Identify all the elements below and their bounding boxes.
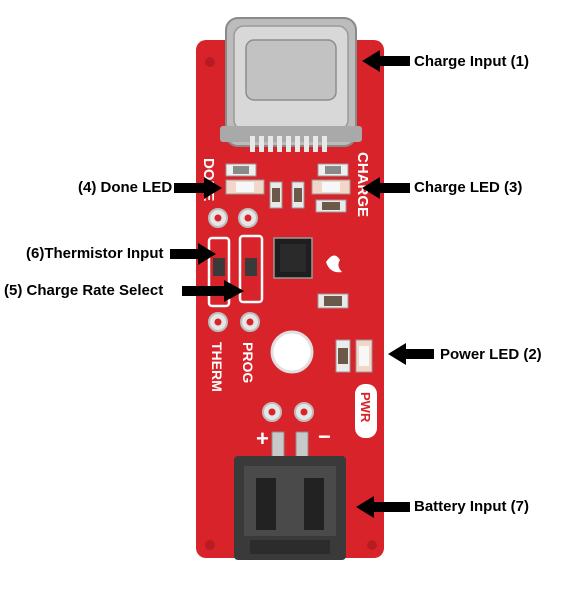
callout-done-led: (4) Done LED (78, 179, 172, 197)
mounting-hole (205, 57, 215, 67)
callout-thermistor-input: (6)Thermistor Input (26, 245, 164, 263)
pad (215, 215, 222, 222)
arrow-left-icon (388, 343, 434, 365)
pad (215, 319, 222, 326)
usb-c-connector (220, 18, 362, 152)
callout-power-led: Power LED (2) (440, 346, 542, 364)
pad (245, 215, 252, 222)
silk-prog: PROG (240, 342, 256, 383)
silk-pwr: PWR (358, 392, 373, 423)
silk-therm: THERM (209, 342, 225, 392)
silk-minus: − (318, 424, 331, 449)
silk-plus: + (256, 426, 269, 451)
charger-ic (274, 238, 312, 278)
pad (301, 409, 308, 416)
pad (247, 319, 254, 326)
callout-charge-input: Charge Input (1) (414, 53, 529, 71)
center-hole (272, 332, 312, 372)
callout-charge-led: Charge LED (3) (414, 179, 522, 197)
mounting-hole (367, 540, 377, 550)
callout-charge-rate-select: (5) Charge Rate Select (4, 282, 163, 300)
callout-battery-input: Battery Input (7) (414, 498, 529, 516)
pad (269, 409, 276, 416)
mounting-hole (205, 540, 215, 550)
